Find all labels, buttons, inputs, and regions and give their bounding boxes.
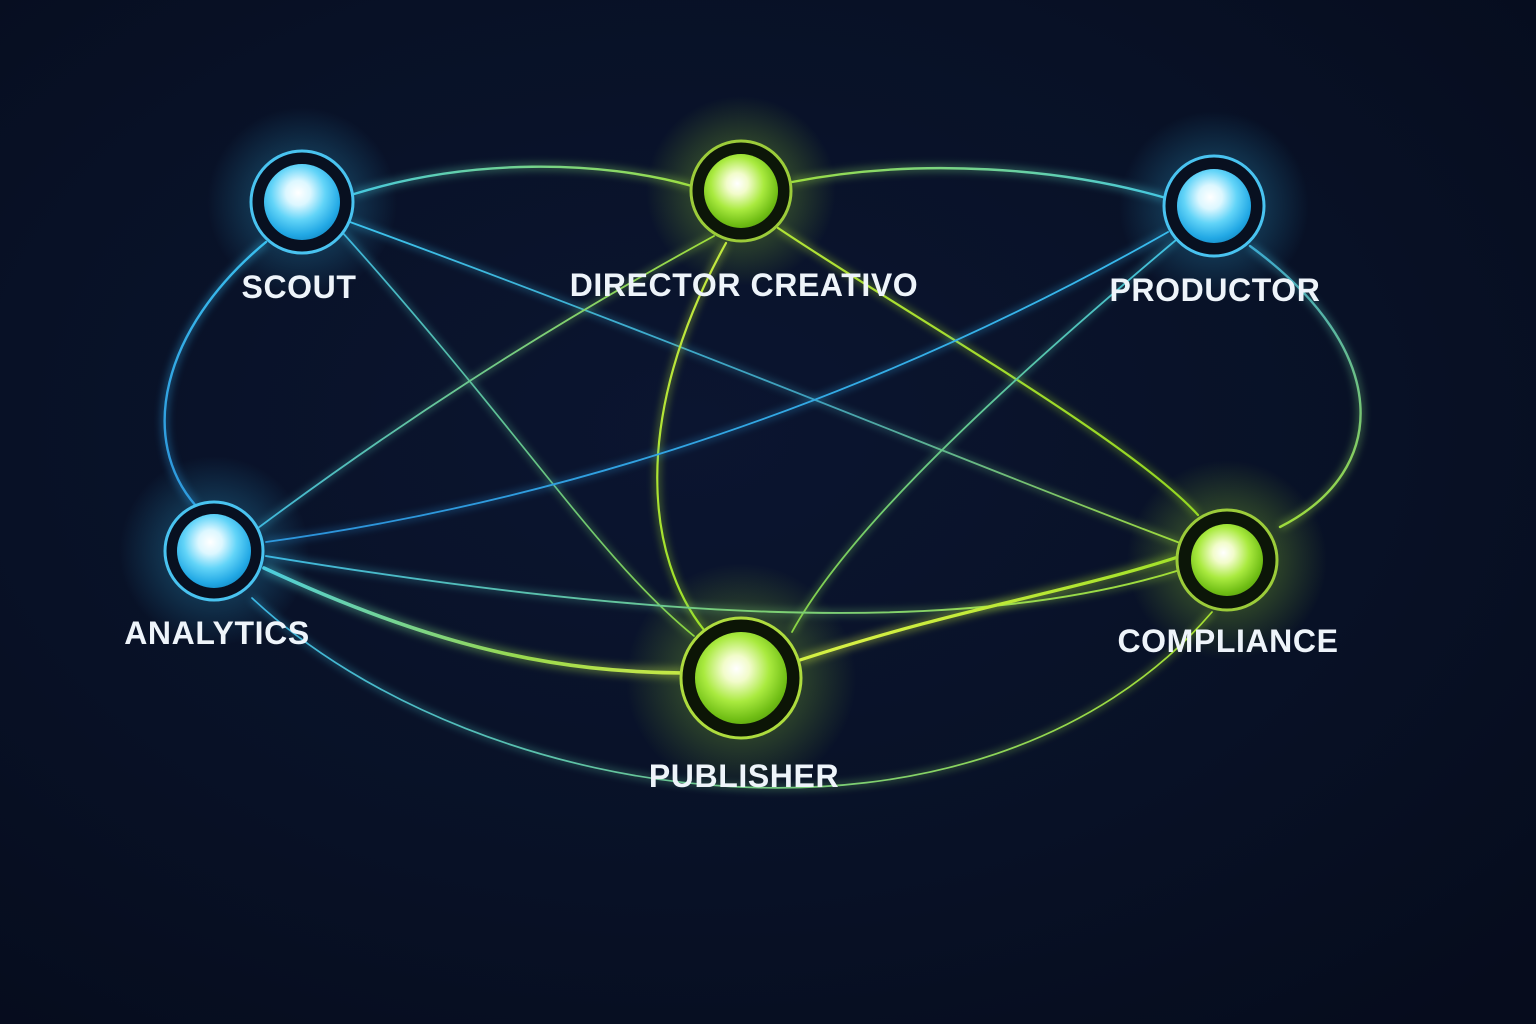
compliance-label: COMPLIANCE: [1117, 623, 1338, 659]
compliance-sphere: [1191, 524, 1263, 596]
director-creativo-sphere: [704, 154, 778, 228]
scout-label: SCOUT: [242, 269, 357, 305]
analytics-sphere: [177, 514, 251, 588]
director-creativo-label: DIRECTOR CREATIVO: [570, 267, 919, 303]
scout-sphere: [264, 164, 340, 240]
publisher-label: PUBLISHER: [649, 758, 839, 794]
productor-label: PRODUCTOR: [1109, 272, 1320, 308]
publisher-sphere: [695, 632, 787, 724]
analytics-label: ANALYTICS: [124, 615, 310, 651]
productor-sphere: [1177, 169, 1251, 243]
edge-productor-analytics: [265, 229, 1170, 545]
